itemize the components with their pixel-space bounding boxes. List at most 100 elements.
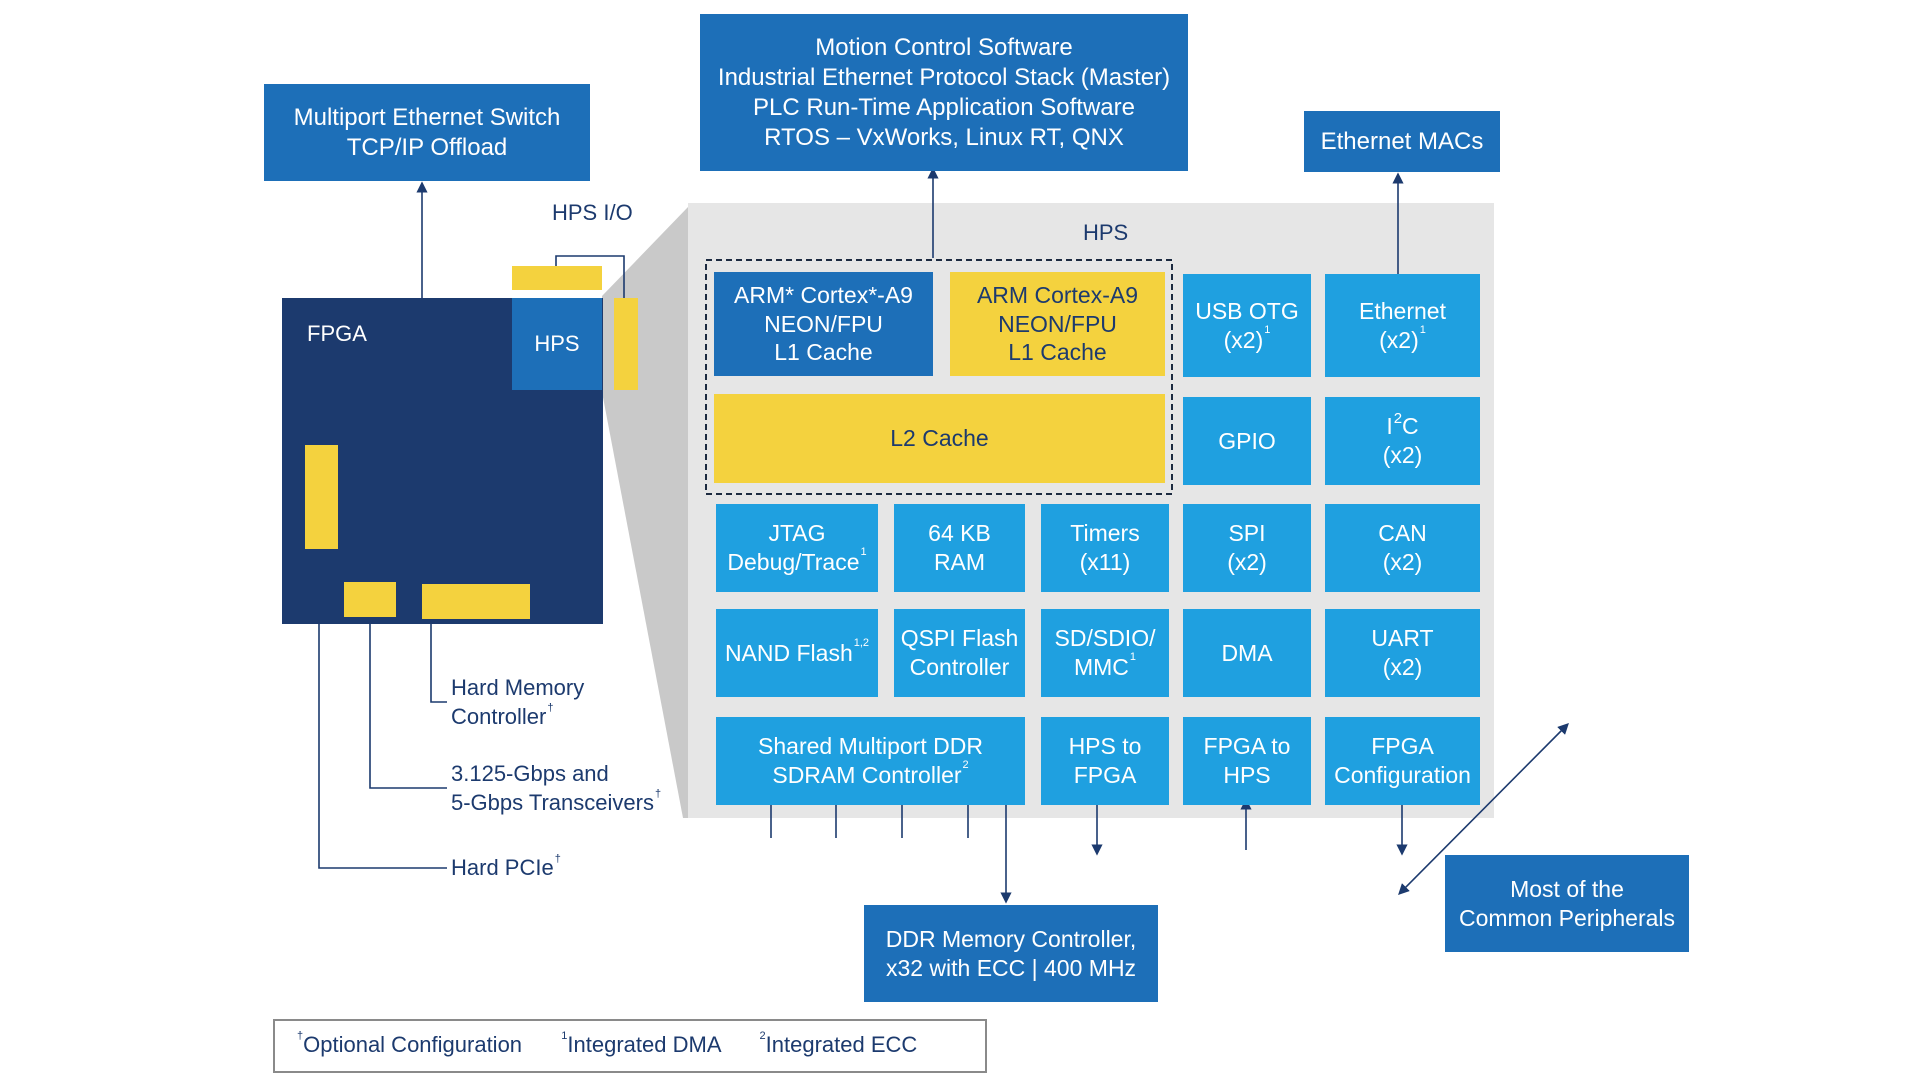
ddr-shared-line1: Shared Multiport DDR bbox=[758, 733, 983, 760]
qspi-line2: Controller bbox=[909, 654, 1010, 680]
software-box: Motion Control Software Industrial Ether… bbox=[700, 14, 1188, 171]
arm-core-2-line2: NEON/FPU bbox=[998, 310, 1117, 337]
fpga-hps-label: HPS bbox=[534, 331, 580, 357]
can-line1: CAN bbox=[1378, 520, 1427, 547]
l2-cache: L2 Cache bbox=[714, 394, 1165, 483]
i2c-line2: (x2) bbox=[1382, 442, 1423, 468]
arm-core-2-line3: L1 Cache bbox=[1008, 339, 1107, 366]
dma-ecc-marker: 1,2 bbox=[853, 636, 870, 649]
sd-line2: MMC bbox=[1073, 654, 1129, 680]
hps-panel-title: HPS bbox=[1083, 220, 1129, 245]
legend: †Optional Configuration 1Integrated DMA … bbox=[296, 1030, 918, 1060]
qspi-line1: QSPI Flash bbox=[900, 625, 1019, 652]
l2-cache-label: L2 Cache bbox=[890, 425, 989, 452]
usb-otg-line1: USB OTG bbox=[1195, 297, 1299, 324]
pcie-block bbox=[305, 445, 338, 549]
nand-line1: NAND Flash bbox=[724, 639, 853, 666]
hps-to-fpga-line1: HPS to bbox=[1068, 733, 1142, 760]
i2c-sup: 2 bbox=[1393, 410, 1403, 428]
ethernet-switch-box: Multiport Ethernet Switch TCP/IP Offload bbox=[264, 84, 590, 181]
callout-hard-memory-line2: Controller bbox=[451, 703, 547, 729]
ddr-controller-line1: DDR Memory Controller, bbox=[885, 925, 1137, 952]
ethernet-line2: (x2) bbox=[1379, 326, 1419, 353]
gpio-block: GPIO bbox=[1183, 397, 1311, 485]
optional-marker: † bbox=[547, 701, 554, 714]
nand-flash-block: NAND Flash1,2 bbox=[716, 609, 878, 697]
sd-line2-wrap: MMC1 bbox=[1073, 651, 1137, 682]
optional-marker: † bbox=[654, 787, 662, 800]
arm-core-1: ARM* Cortex*-A9 NEON/FPU L1 Cache bbox=[714, 272, 933, 376]
fpga-config-line2: Configuration bbox=[1334, 762, 1471, 788]
callout-hard-memory-line2-wrap: Controller† bbox=[451, 701, 584, 732]
usb-otg-block: USB OTG (x2)1 bbox=[1183, 274, 1311, 377]
can-block: CAN (x2) bbox=[1325, 504, 1480, 592]
dma-marker: 1 bbox=[1419, 323, 1426, 336]
cpu-cluster-dashed-outline bbox=[705, 259, 1173, 495]
jtag-line2: Debug/Trace bbox=[727, 549, 860, 575]
callout-hard-memory: Hard Memory Controller† bbox=[451, 674, 584, 731]
software-line2: Industrial Ethernet Protocol Stack (Mast… bbox=[717, 63, 1171, 91]
legend-optional-marker: † bbox=[297, 1030, 304, 1042]
fpga-to-hps-block: FPGA to HPS bbox=[1183, 717, 1311, 805]
legend-frame bbox=[273, 1019, 987, 1073]
jtag-block: JTAG Debug/Trace1 bbox=[716, 504, 878, 592]
spi-line1: SPI bbox=[1228, 520, 1266, 547]
ddr-shared-line2-wrap: SDRAM Controller2 bbox=[772, 759, 969, 790]
ddr-controller-box: DDR Memory Controller, x32 with ECC | 40… bbox=[864, 905, 1158, 1002]
arm-core-2: ARM Cortex-A9 NEON/FPU L1 Cache bbox=[950, 272, 1165, 376]
transceiver-block bbox=[344, 582, 396, 617]
fpga-to-hps-line2: HPS bbox=[1223, 762, 1271, 788]
ethernet-block: Ethernet (x2)1 bbox=[1325, 274, 1480, 377]
callout-transceivers-line1: 3.125-Gbps and bbox=[451, 761, 609, 786]
connector-peripherals bbox=[1398, 723, 1569, 895]
software-line4: RTOS – VxWorks, Linux RT, QNX bbox=[764, 123, 1124, 151]
arm-core-2-line1: ARM Cortex-A9 bbox=[976, 281, 1139, 308]
dma-marker: 1 bbox=[1129, 651, 1137, 663]
optional-marker: † bbox=[554, 853, 561, 865]
arm-core-1-line2: NEON/FPU bbox=[764, 310, 883, 337]
connector-pcie bbox=[318, 530, 447, 869]
gpio-label: GPIO bbox=[1218, 427, 1276, 454]
uart-line1: UART bbox=[1371, 625, 1434, 652]
legend-optional-text: Optional Configuration bbox=[303, 1032, 523, 1057]
sd-mmc-block: SD/SDIO/ MMC1 bbox=[1041, 609, 1169, 697]
callout-hard-memory-line1: Hard Memory bbox=[451, 675, 585, 700]
hps-io-bar-side bbox=[614, 298, 638, 390]
peripherals-line1: Most of the bbox=[1510, 875, 1624, 902]
qspi-block: QSPI Flash Controller bbox=[894, 609, 1025, 697]
ethernet-line1: Ethernet bbox=[1359, 297, 1446, 324]
uart-line2: (x2) bbox=[1382, 654, 1423, 680]
dma-marker: 1 bbox=[1264, 323, 1271, 336]
ethernet-line2-wrap: (x2)1 bbox=[1379, 323, 1426, 355]
fpga-to-hps-line1: FPGA to bbox=[1203, 733, 1291, 760]
legend-dma-text: Integrated DMA bbox=[567, 1032, 721, 1057]
peripherals-box: Most of the Common Peripherals bbox=[1445, 855, 1689, 952]
connector-memory bbox=[430, 605, 447, 703]
jtag-line2-wrap: Debug/Trace1 bbox=[727, 546, 867, 577]
arm-core-1-line1: ARM* Cortex*-A9 bbox=[734, 281, 913, 308]
dma-label: DMA bbox=[1221, 639, 1273, 666]
callout-transceivers-line2: 5-Gbps Transceivers bbox=[451, 789, 654, 815]
can-line2: (x2) bbox=[1382, 549, 1423, 575]
legend-ecc-text: Integrated ECC bbox=[765, 1032, 918, 1057]
timers-block: Timers (x11) bbox=[1041, 504, 1169, 592]
hps-io-label: HPS I/O bbox=[552, 200, 633, 225]
hps-to-fpga-line2: FPGA bbox=[1073, 762, 1137, 788]
sd-line1: SD/SDIO/ bbox=[1054, 625, 1156, 652]
fpga-label: FPGA bbox=[307, 321, 367, 346]
ddr-controller-line2: x32 with ECC | 400 MHz bbox=[885, 954, 1137, 981]
nand-line1-wrap: NAND Flash1,2 bbox=[724, 636, 870, 668]
fpga-config-block: FPGA Configuration bbox=[1325, 717, 1480, 805]
legend-ecc-marker: 2 bbox=[759, 1030, 766, 1042]
uart-block: UART (x2) bbox=[1325, 609, 1480, 697]
hps-io-bar-top bbox=[512, 266, 602, 290]
arm-core-1-line3: L1 Cache bbox=[774, 339, 873, 366]
i2c-line1: I2C bbox=[1386, 410, 1418, 441]
ecc-marker: 2 bbox=[962, 759, 969, 771]
callout-pcie-line1: Hard PCIe bbox=[451, 855, 554, 880]
memory-controller-block bbox=[422, 584, 530, 619]
dma-marker: 1 bbox=[860, 546, 867, 558]
fpga-config-line1: FPGA bbox=[1371, 733, 1434, 760]
callout-transceivers: 3.125-Gbps and 5-Gbps Transceivers† bbox=[451, 760, 661, 817]
